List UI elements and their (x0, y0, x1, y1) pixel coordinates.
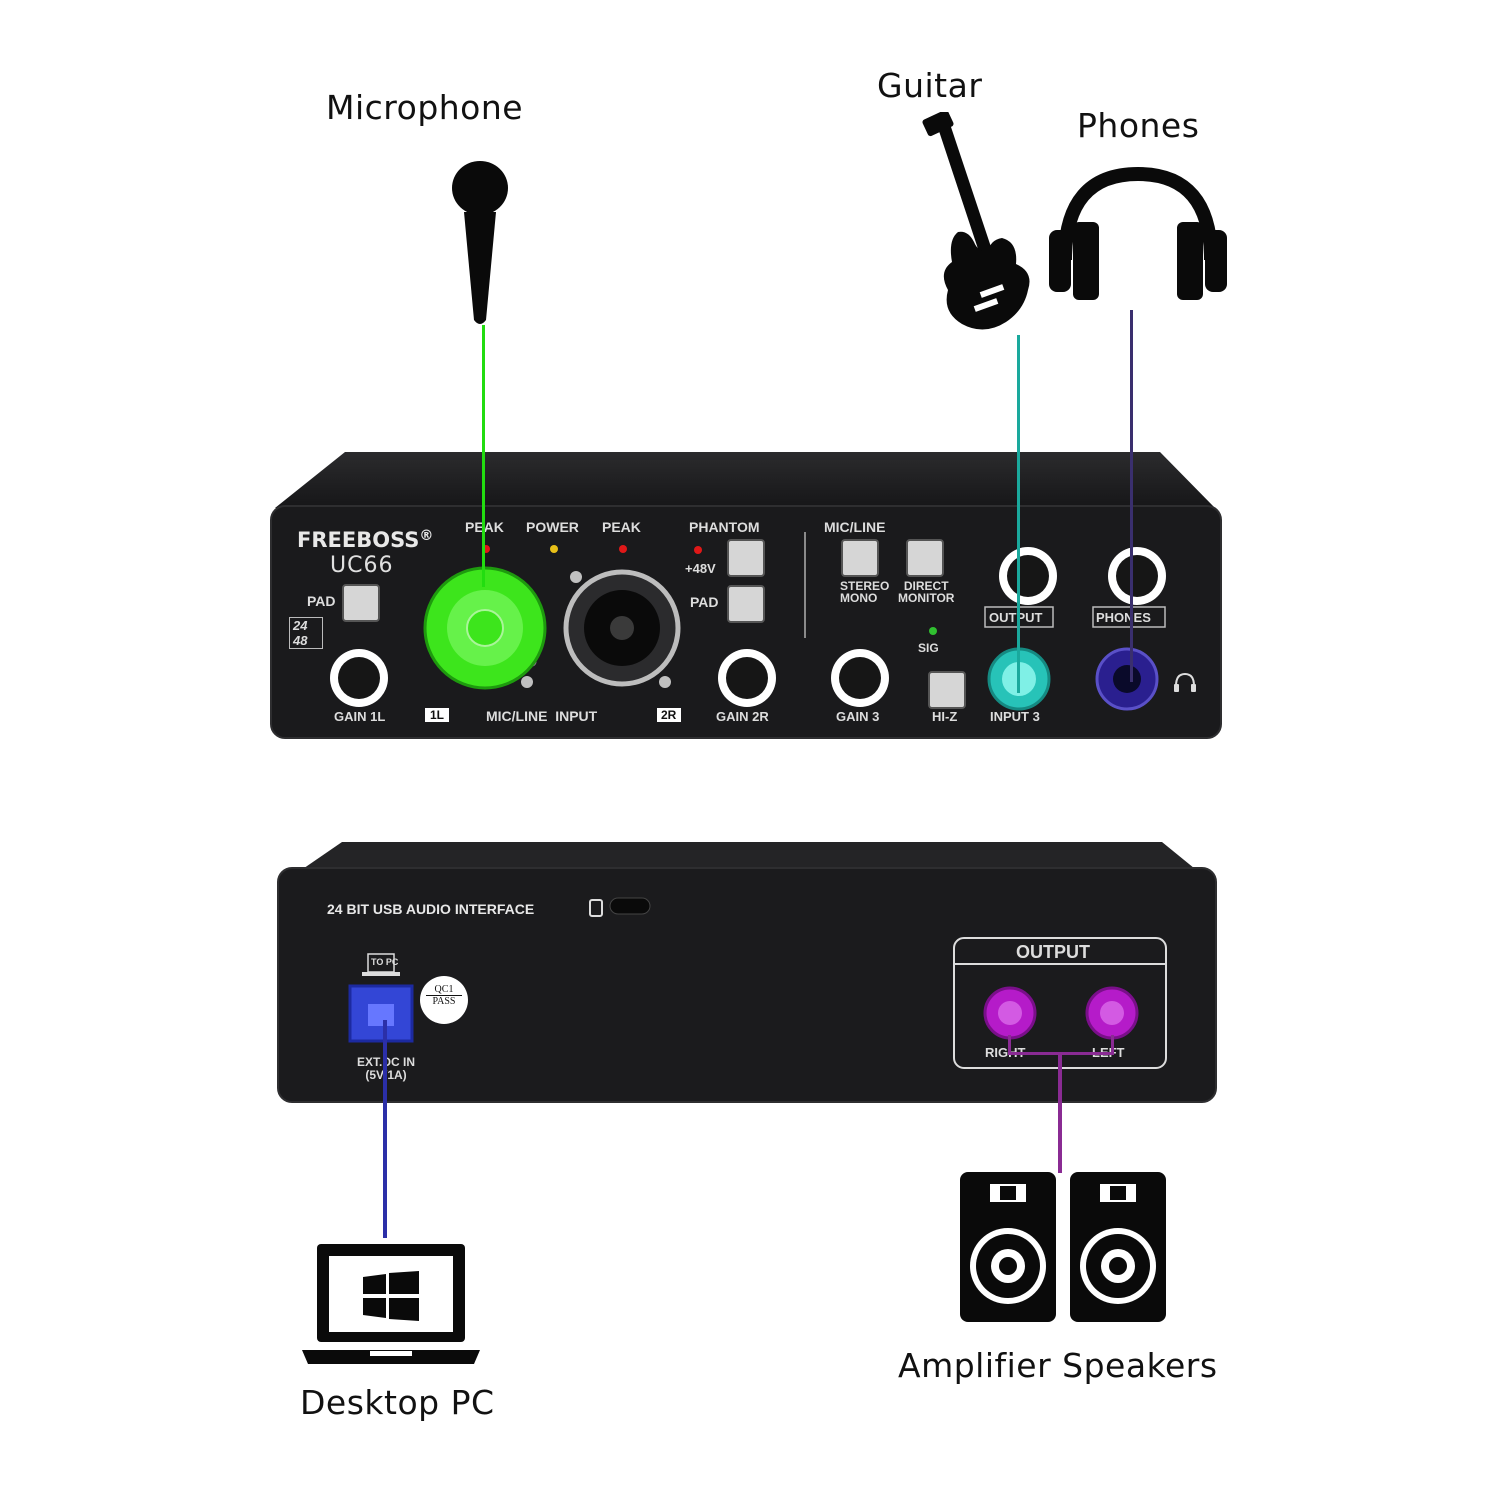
amplifier-speakers-caption: Amplifier Speakers (898, 1346, 1218, 1385)
usb-cable (383, 1020, 387, 1238)
brand-label: FREEBOSS® (297, 528, 434, 552)
speaker-cable-main (1058, 1053, 1062, 1173)
spec-badge-top: 24 (293, 618, 308, 633)
to-pc-label: TO PC (371, 957, 399, 967)
microphone-icon (452, 161, 508, 324)
desktop-pc-caption: Desktop PC (300, 1383, 495, 1422)
headphones-icon (1049, 166, 1227, 300)
gain3-label: GAIN 3 (836, 709, 880, 724)
headphone-jack-icon (1174, 672, 1196, 692)
phones-knob-label: PHONES (1096, 610, 1151, 625)
microphone-caption: Microphone (326, 88, 524, 127)
pass-label: PASS (426, 995, 462, 1007)
registered-mark: ® (419, 528, 434, 544)
qc-pass-badge: QC1 PASS (426, 984, 462, 1007)
phones-cable (1130, 310, 1133, 682)
speaker-cable-left-drop (1111, 1035, 1114, 1054)
speaker-left-icon (960, 1172, 1056, 1322)
output-knob-label: OUTPUT (989, 610, 1043, 625)
phantom-label: PHANTOM (689, 519, 760, 535)
front-panel (270, 452, 1222, 739)
right-label: RIGHT (985, 1045, 1026, 1060)
plus48v-label: +48V (685, 561, 716, 576)
spec-badge: 24 48 (289, 617, 323, 649)
spec-badge-bottom: 48 (293, 633, 308, 648)
direct-monitor-label: DIRECT MONITOR (898, 580, 954, 604)
tag-2r: 2R (661, 708, 677, 722)
hiz-label: HI-Z (932, 709, 958, 724)
stereo-mono-label: STEREO MONO (826, 580, 889, 604)
guitar-caption: Guitar (877, 66, 983, 105)
monitor-label: MONITOR (898, 591, 955, 605)
sig-label: SIG (918, 641, 939, 655)
windows-logo-icon (363, 1271, 419, 1321)
speaker-right-icon (1070, 1172, 1166, 1322)
pad-left-label: PAD (307, 593, 336, 609)
tag-1l: 1L (430, 708, 445, 722)
gain1-label: GAIN 1L (334, 709, 386, 724)
guitar-cable (1017, 335, 1020, 693)
rear-panel (277, 842, 1217, 1103)
gain2-label: GAIN 2R (716, 709, 769, 724)
direct-label: DIRECT (903, 579, 949, 593)
rear-output-label: OUTPUT (1016, 942, 1090, 962)
rear-title: 24 BIT USB AUDIO INTERFACE (327, 901, 535, 917)
stereo-label: STEREO (840, 579, 890, 593)
power-label: POWER (526, 519, 579, 535)
guitar-icon (922, 112, 1030, 330)
mic-line-input-label: MIC/LINE INPUT (486, 708, 598, 724)
mono-label: MONO (840, 591, 878, 605)
phones-caption: Phones (1077, 106, 1200, 145)
input3-label: INPUT 3 (990, 709, 1040, 724)
model-label: UC66 (330, 553, 394, 578)
peak-right-label: PEAK (602, 519, 641, 535)
mic-line-label: MIC/LINE (824, 519, 886, 535)
qc1-label: QC1 (434, 984, 454, 995)
microphone-cable (482, 325, 485, 587)
speaker-cable-right-drop (1008, 1035, 1011, 1054)
pad-right-label: PAD (690, 594, 719, 610)
